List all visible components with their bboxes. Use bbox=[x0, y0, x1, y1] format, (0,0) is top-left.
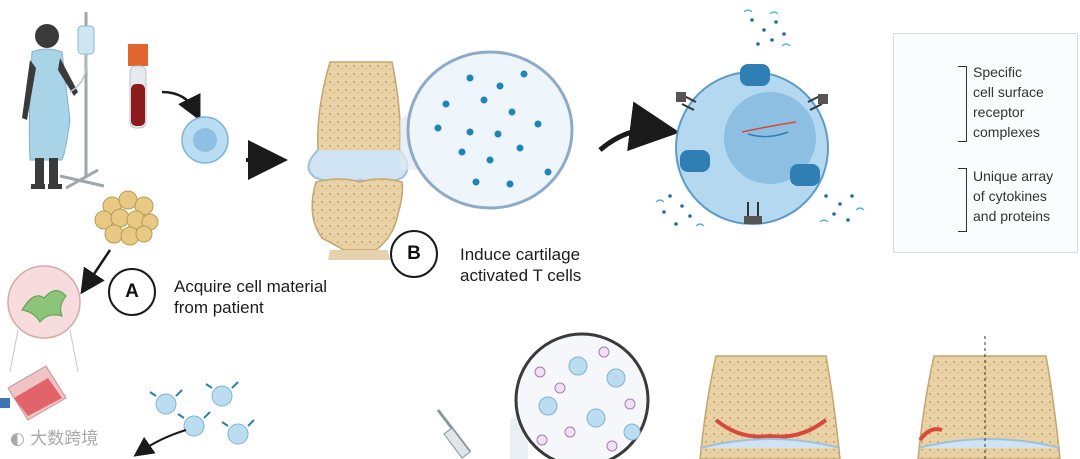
knee-joint bbox=[307, 61, 409, 260]
cultured-cell-view bbox=[7, 265, 81, 373]
legend-cytokine-line1: Unique array bbox=[973, 168, 1054, 184]
curved-arrow-icon bbox=[161, 90, 201, 121]
curved-arrow-icon bbox=[80, 249, 112, 295]
iv-stand bbox=[59, 12, 105, 190]
step-a-badge: A bbox=[108, 268, 156, 316]
watermark: ◐ 大数跨境 bbox=[10, 424, 98, 449]
legend-bracket bbox=[958, 66, 967, 142]
legend-receptor-line2: cell surface bbox=[973, 84, 1044, 100]
magnified-synovial-view bbox=[400, 50, 574, 210]
injection-magnified-view bbox=[510, 332, 650, 459]
legend-receptor-line4: complexes bbox=[973, 124, 1040, 140]
legend-bracket bbox=[958, 168, 967, 232]
watermark-text: 大数跨境 bbox=[30, 429, 99, 449]
curved-arrow-icon bbox=[598, 101, 680, 152]
step-b-caption: Induce cartilage activated T cells bbox=[460, 244, 581, 286]
watermark-logo-icon: ◐ bbox=[10, 429, 25, 449]
legend-cytokine-line2: of cytokines bbox=[973, 188, 1047, 204]
legend-panel bbox=[893, 33, 1078, 253]
step-b-badge: B bbox=[390, 230, 438, 278]
knee-joint-lower-left bbox=[699, 355, 841, 459]
step-a-caption: Acquire cell material from patient bbox=[174, 276, 327, 318]
knee-joint-lower-right bbox=[917, 336, 1061, 459]
protein-squiggles bbox=[655, 9, 865, 227]
cytokine-cloud bbox=[662, 18, 854, 226]
activated-t-cell bbox=[675, 64, 829, 225]
adipose-cluster bbox=[94, 190, 159, 246]
step-a-caption-line2: from patient bbox=[174, 298, 264, 317]
blood-tube bbox=[128, 44, 148, 129]
legend-receptor-line1: Specific bbox=[973, 64, 1023, 80]
patient-figure bbox=[22, 24, 78, 189]
legend-cytokine-text: Unique array of cytokines and proteins bbox=[973, 166, 1053, 226]
step-b-caption-line2: activated T cells bbox=[460, 266, 582, 285]
t-cell-cluster bbox=[149, 381, 255, 445]
step-a-caption-line1: Acquire cell material bbox=[174, 277, 328, 296]
curved-arrow-icon bbox=[133, 429, 187, 457]
culture-flask bbox=[0, 365, 67, 421]
legend-cytokine-line3: and proteins bbox=[973, 208, 1051, 224]
legend-receptor-text: Specific cell surface receptor complexes bbox=[973, 62, 1044, 142]
isolated-cell bbox=[181, 116, 229, 164]
legend-receptor-line3: receptor bbox=[973, 104, 1025, 120]
step-b-caption-line1: Induce cartilage bbox=[460, 245, 581, 264]
syringe-icon bbox=[436, 409, 472, 459]
